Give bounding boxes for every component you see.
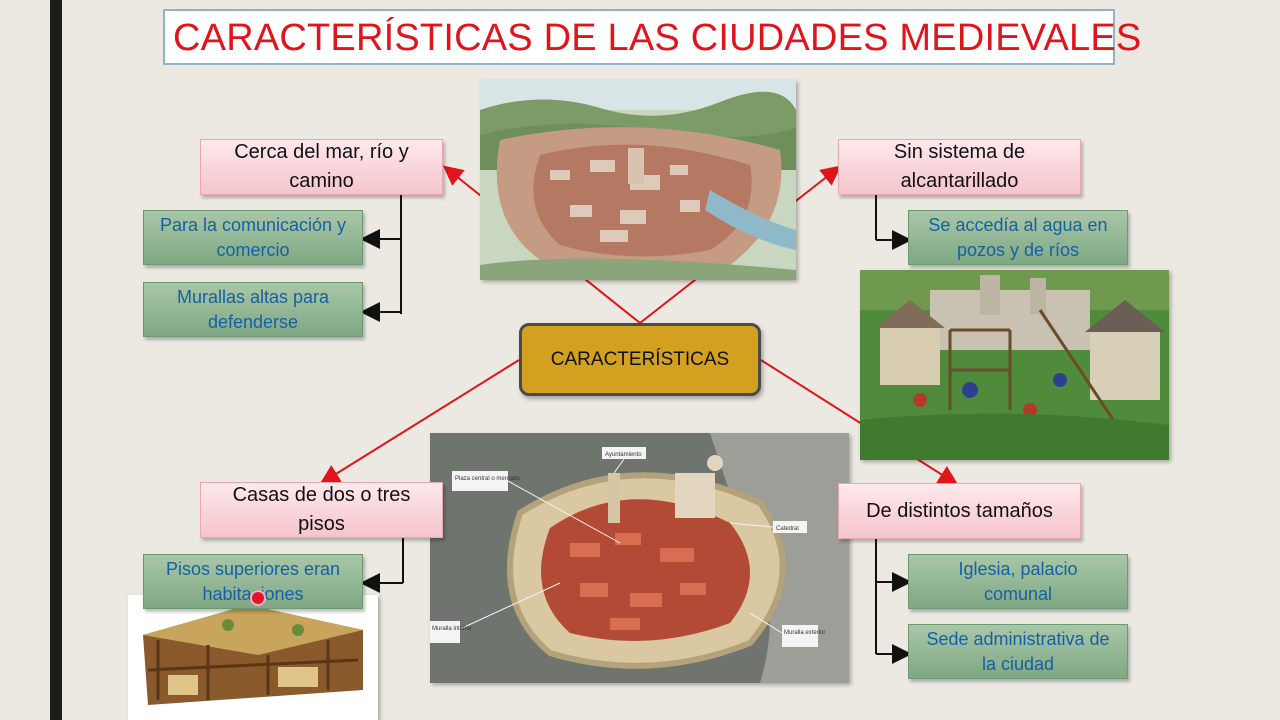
house-cutaway-image bbox=[128, 595, 378, 720]
detail-text: Sede administrativa de la ciudad bbox=[926, 628, 1110, 674]
category-bottom-right-label: De distintos tamaños bbox=[866, 499, 1053, 522]
detail-text: Para la comunicación y comercio bbox=[159, 214, 347, 260]
medieval-painting-image bbox=[860, 270, 1169, 460]
category-top-left: Cerca del mar, río y camino bbox=[200, 139, 443, 195]
arrow-bottom-left bbox=[319, 359, 520, 485]
detail-bottom-right-2: Sede administrativa de la ciudad bbox=[908, 624, 1128, 679]
title-box: CARACTERÍSTICAS DE LAS CIUDADES MEDIEVAL… bbox=[163, 9, 1141, 65]
detail-text: Se accedía al agua en pozos y de ríos bbox=[928, 214, 1108, 260]
detail-text: Pisos superiores eran habitaciones bbox=[165, 558, 341, 604]
detail-text: Murallas altas para defenderse bbox=[176, 286, 330, 332]
detail-bottom-right-1: Iglesia, palacio comunal bbox=[908, 554, 1128, 609]
map-label-muralla-exterior: Muralla exterior bbox=[784, 630, 825, 636]
central-node-label: CARACTERÍSTICAS bbox=[550, 348, 730, 370]
map-label-ayuntamiento: Ayuntamiento bbox=[605, 452, 642, 458]
central-node: CARACTERÍSTICAS bbox=[519, 323, 761, 396]
walled-city-map-image: Plaza central o mercado Ayuntamiento Cat… bbox=[430, 433, 849, 683]
detail-text: Iglesia, palacio comunal bbox=[958, 558, 1078, 604]
detail-top-left-1: Para la comunicación y comercio bbox=[143, 210, 363, 265]
left-accent-bar bbox=[50, 0, 62, 720]
category-top-right: Sin sistema de alcantarillado bbox=[838, 139, 1081, 195]
map-label-plaza: Plaza central o mercado bbox=[455, 476, 520, 482]
detail-top-left-2: Murallas altas para defenderse bbox=[143, 282, 363, 337]
arrow-bottom-right bbox=[760, 359, 959, 486]
page-title: CARACTERÍSTICAS DE LAS CIUDADES MEDIEVAL… bbox=[173, 17, 1142, 59]
category-bottom-left-label: Casas de dos o tres pisos bbox=[232, 484, 411, 535]
pointer-cursor bbox=[252, 592, 264, 604]
category-top-right-label: Sin sistema de alcantarillado bbox=[893, 141, 1026, 192]
category-bottom-right: De distintos tamaños bbox=[838, 483, 1081, 539]
map-label-catedral: Catedral bbox=[776, 526, 799, 532]
aerial-city-image bbox=[480, 80, 796, 280]
detail-top-right-1: Se accedía al agua en pozos y de ríos bbox=[908, 210, 1128, 265]
map-label-muralla-interior: Muralla interior bbox=[432, 626, 472, 632]
category-top-left-label: Cerca del mar, río y camino bbox=[234, 141, 409, 192]
category-bottom-left: Casas de dos o tres pisos bbox=[200, 482, 443, 538]
